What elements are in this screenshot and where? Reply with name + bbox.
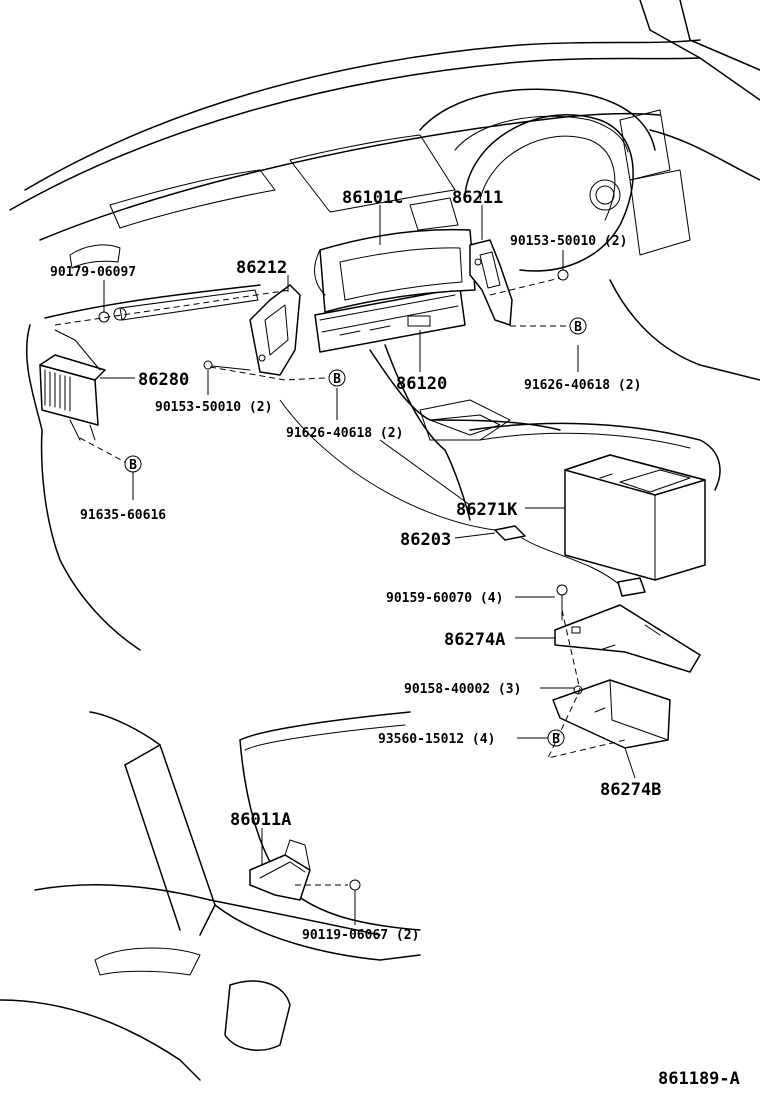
marker-b-amp: B	[124, 455, 142, 473]
label-86211: 86211	[452, 188, 503, 208]
audio-head-unit-86120	[314, 287, 466, 353]
diagram-id: 861189-A	[658, 1069, 740, 1089]
bracket-86274B	[552, 679, 671, 749]
label-90158-40002: 90158-40002 (3)	[404, 682, 521, 697]
marker-b-label: B	[333, 372, 341, 387]
label-86101C: 86101C	[342, 188, 403, 208]
bracket-86274A	[554, 604, 701, 673]
marker-b-label: B	[552, 732, 560, 747]
label-86274B: 86274B	[600, 780, 661, 800]
fasteners	[98, 269, 583, 891]
label-93560-15012: 93560-15012 (4)	[378, 732, 495, 747]
marker-b-bracket: B	[547, 729, 565, 747]
label-90119-06067: 90119-06067 (2)	[302, 928, 419, 943]
trim-bezel-86101C	[314, 228, 476, 313]
label-86271K: 86271K	[456, 500, 518, 520]
bracket-86212	[249, 284, 301, 376]
label-90159-60070: 90159-60070 (4)	[386, 591, 503, 606]
label-86212: 86212	[236, 258, 287, 278]
connector-86203	[494, 525, 646, 597]
label-91626-40618-right: 91626-40618 (2)	[524, 378, 641, 393]
label-91635-60616: 91635-60616	[80, 508, 166, 523]
leader-lines	[54, 205, 636, 925]
cd-changer-86271K	[564, 454, 706, 581]
label-86120: 86120	[396, 374, 447, 394]
label-91626-40618-left: 91626-40618 (2)	[286, 426, 403, 441]
label-90179-06097: 90179-06097	[50, 265, 136, 280]
label-86274A: 86274A	[444, 630, 505, 650]
label-90153-50010-left: 90153-50010 (2)	[155, 400, 272, 415]
label-90153-50010-right: 90153-50010 (2)	[510, 234, 627, 249]
rear-body-outline	[0, 711, 421, 1081]
antenna-amplifier-86011A	[249, 839, 311, 901]
marker-b-dash-left: B	[328, 369, 346, 387]
marker-b-label: B	[574, 320, 582, 335]
label-86011A: 86011A	[230, 810, 291, 830]
amplifier-86280	[39, 329, 106, 441]
bracket-86211	[469, 239, 513, 326]
label-86280: 86280	[138, 370, 189, 390]
part-labels: 86101C 86211 90179-06097 90153-50010 (2)…	[50, 188, 740, 1089]
dashboard-outline	[9, 0, 760, 651]
marker-b-label: B	[129, 458, 137, 473]
label-86203: 86203	[400, 530, 451, 550]
marker-b-dash-right: B	[569, 317, 587, 335]
